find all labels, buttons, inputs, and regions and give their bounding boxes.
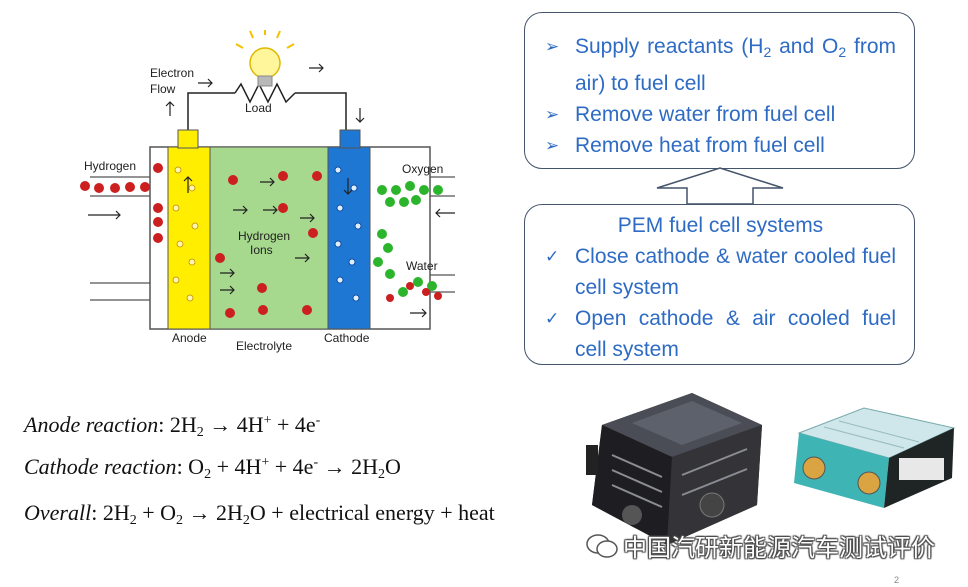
function-item: ➢ Supply reactants (H2 and O2 from air) …: [545, 31, 896, 99]
system-item: ✓ Close cathode & water cooled fuel cell…: [545, 241, 896, 303]
oxygen-label: Oxygen: [402, 162, 443, 176]
function-item-text: Remove water from fuel cell: [575, 103, 836, 126]
anode-equation: Anode reaction: 2H2 → 4H+ + 4e-: [24, 412, 321, 440]
watermark-text: 中国汽研新能源汽车测试评价: [623, 534, 935, 562]
pem-systems-box: PEM fuel cell systems ✓ Close cathode & …: [524, 204, 915, 365]
system-item-text: Open cathode & air cooled fuel cell syst…: [575, 307, 896, 361]
cathode-layer: [327, 146, 371, 330]
electron-flow-label: Electron: [150, 66, 194, 80]
cathode-label: Cathode: [324, 331, 370, 345]
cathode-equation: Cathode reaction: O2 + 4H+ + 4e- → 2H2O: [24, 454, 401, 482]
arrow-bullet-icon: ➢: [545, 105, 560, 124]
function-item: ➢ Remove heat from fuel cell: [545, 130, 896, 161]
overall-tail: electrical energy + heat: [289, 500, 495, 525]
system-item: ✓ Open cathode & air cooled fuel cell sy…: [545, 303, 896, 365]
anode-layer: [167, 146, 211, 330]
cathode-reaction-label: Cathode reaction: [24, 454, 177, 479]
page-number: 2: [894, 575, 900, 585]
up-arrow-icon: [656, 167, 784, 205]
light-bulb-icon: [235, 30, 295, 87]
anode-reaction-label: Anode reaction: [24, 412, 159, 437]
wechat-icon: [586, 533, 618, 558]
arrow-bullet-icon: ➢: [545, 37, 560, 56]
hydrogen-ions-label: Hydrogen: [238, 229, 290, 243]
water-label: Water: [406, 259, 438, 273]
check-icon: ✓: [545, 309, 560, 328]
anode-label: Anode: [172, 331, 207, 345]
pem-systems-title: PEM fuel cell systems: [617, 214, 824, 237]
overall-equation: Overall: 2H2 + O2 → 2H2O + electrical en…: [24, 500, 495, 528]
load-label: Load: [245, 101, 272, 115]
fuel-cell-functions-box: ➢ Supply reactants (H2 and O2 from air) …: [524, 12, 915, 169]
electrolyte-label: Electrolyte: [236, 339, 292, 353]
fuel-cell-diagram: Electron Flow Load Hydrogen Hydrogen Ion…: [80, 30, 455, 353]
check-icon: ✓: [545, 247, 560, 266]
hydrogen-label: Hydrogen: [84, 159, 136, 173]
function-item: ➢ Remove water from fuel cell: [545, 99, 896, 130]
fuel-cell-engine-image: [586, 393, 762, 545]
system-item-text: Close cathode & water cooled fuel cell s…: [575, 245, 896, 299]
hydrogen-ions-label-2: Ions: [250, 243, 273, 257]
overall-label: Overall: [24, 500, 92, 525]
function-item-text: Supply reactants (H2 and O2 from air) to…: [575, 35, 897, 95]
watermark: 中国汽研新能源汽车测试评价: [585, 528, 935, 563]
electron-flow-label-2: Flow: [150, 82, 176, 96]
function-item-text: Remove heat from fuel cell: [575, 134, 825, 157]
fuel-cell-module-image: [794, 407, 956, 508]
arrow-bullet-icon: ➢: [545, 136, 560, 155]
